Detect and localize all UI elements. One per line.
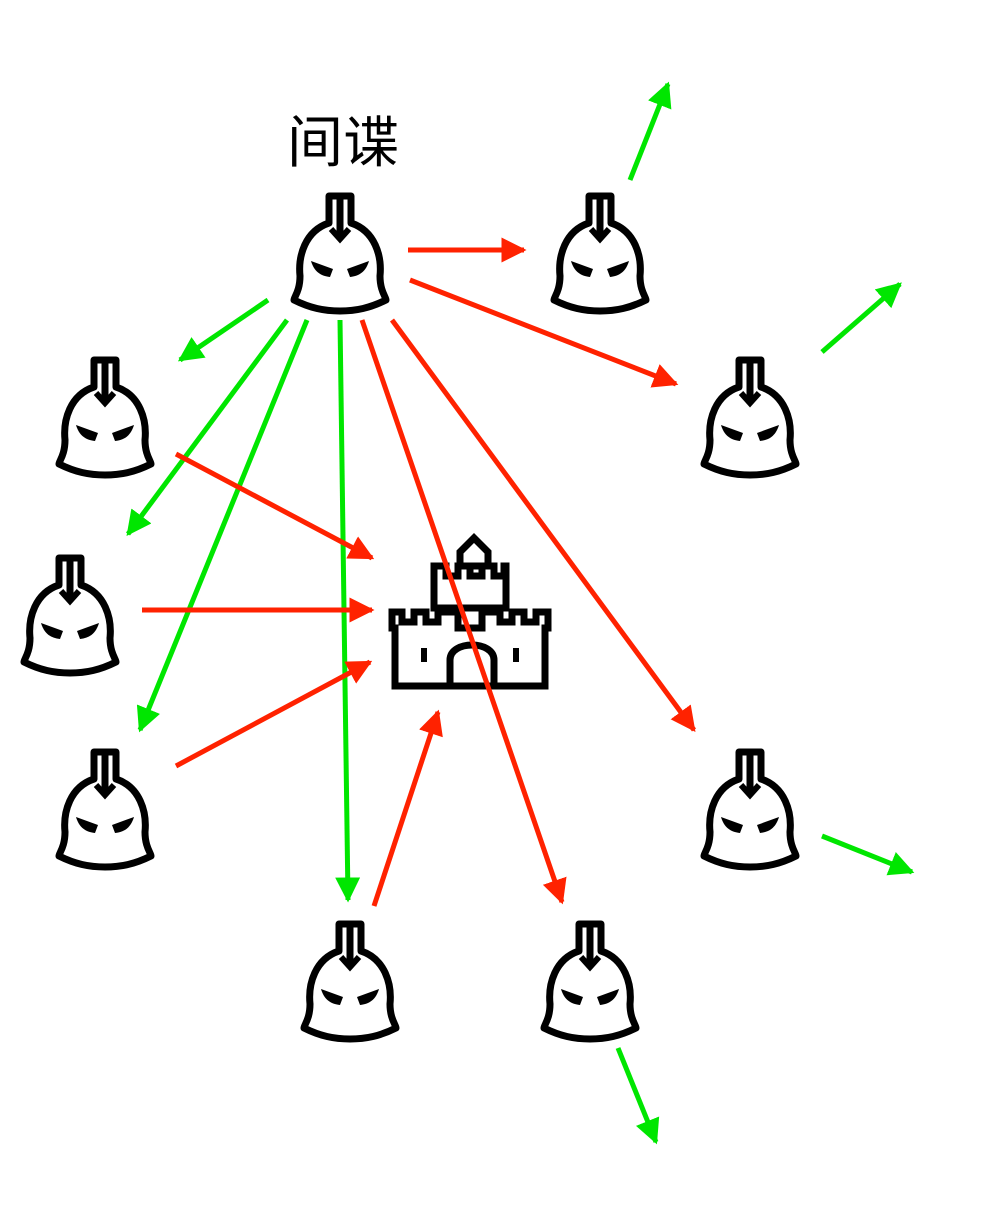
green-arrow xyxy=(136,319,310,733)
green-arrow-outward xyxy=(627,81,672,181)
green-arrow-outward xyxy=(615,1047,660,1145)
green-arrow-outward xyxy=(820,282,902,354)
helmet-icon xyxy=(544,924,636,1039)
red-arrow xyxy=(409,277,679,388)
helmet-icon xyxy=(59,360,151,475)
green-arrow xyxy=(125,318,290,537)
helmet-icon xyxy=(704,752,796,867)
red-arrow-to-castle xyxy=(371,709,443,907)
red-arrow-to-castle xyxy=(174,451,375,561)
castle-icon xyxy=(388,533,552,690)
red-arrow xyxy=(389,318,697,733)
helmet-icon xyxy=(704,360,796,475)
spy-label: 间谍 xyxy=(287,111,399,176)
helmet-icon xyxy=(304,924,396,1039)
helmet-icon xyxy=(59,752,151,867)
spy-helmet-icon xyxy=(294,196,386,311)
green-arrow xyxy=(177,297,270,363)
helmet-icon xyxy=(554,196,646,311)
red-arrow-to-castle xyxy=(174,659,373,769)
green-arrow-outward xyxy=(821,833,915,876)
red-arrow xyxy=(359,319,567,905)
helmet-icon xyxy=(24,558,116,673)
